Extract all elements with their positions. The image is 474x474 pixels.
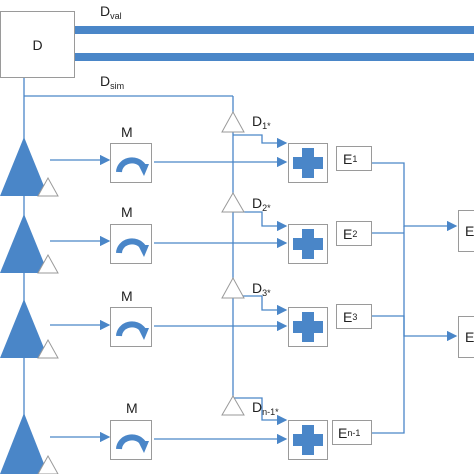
- plus-icon: [293, 312, 323, 342]
- plus-icon: [293, 425, 323, 455]
- sum-box: [288, 224, 328, 264]
- model-box: [110, 307, 152, 347]
- e-output-box: E: [458, 316, 474, 358]
- plus-icon: [293, 148, 323, 178]
- model-box: [110, 420, 152, 460]
- d-star-label: D3*: [252, 280, 271, 298]
- d-sim-bar: [75, 53, 474, 61]
- d-box-label: D: [32, 36, 43, 53]
- m-label: M: [126, 400, 138, 416]
- d-val-bar: [75, 26, 474, 34]
- sum-box: [288, 307, 328, 347]
- model-box: [110, 143, 152, 183]
- sum-box: [288, 420, 328, 460]
- curved-arrow-icon: [116, 321, 149, 340]
- d-sim-label: Dsim: [100, 73, 125, 91]
- d-val-label: Dval: [100, 3, 122, 21]
- sum-box: [288, 143, 328, 183]
- model-box: [110, 224, 152, 264]
- dstar-triangle: [221, 110, 245, 133]
- splitter-shape: [0, 214, 59, 274]
- curved-arrow-icon: [116, 238, 149, 257]
- m-label: M: [121, 124, 133, 140]
- dstar-triangle: [221, 192, 245, 213]
- d-box: D: [0, 11, 75, 78]
- plus-icon: [293, 229, 323, 259]
- d-star-label: Dn-1*: [252, 399, 279, 417]
- splitter-shape: [0, 413, 59, 474]
- splitter-shape: [0, 299, 59, 359]
- m-label: M: [121, 288, 133, 304]
- d-star-label: D1*: [252, 113, 271, 131]
- d-star-label: D2*: [252, 195, 271, 213]
- splitter-shape: [0, 137, 59, 197]
- curved-arrow-icon: [116, 434, 149, 453]
- dstar-triangle: [221, 276, 245, 299]
- m-label: M: [121, 204, 133, 220]
- e-output-box: E: [458, 210, 474, 252]
- curved-arrow-icon: [116, 157, 149, 176]
- dstar-triangle: [221, 395, 245, 416]
